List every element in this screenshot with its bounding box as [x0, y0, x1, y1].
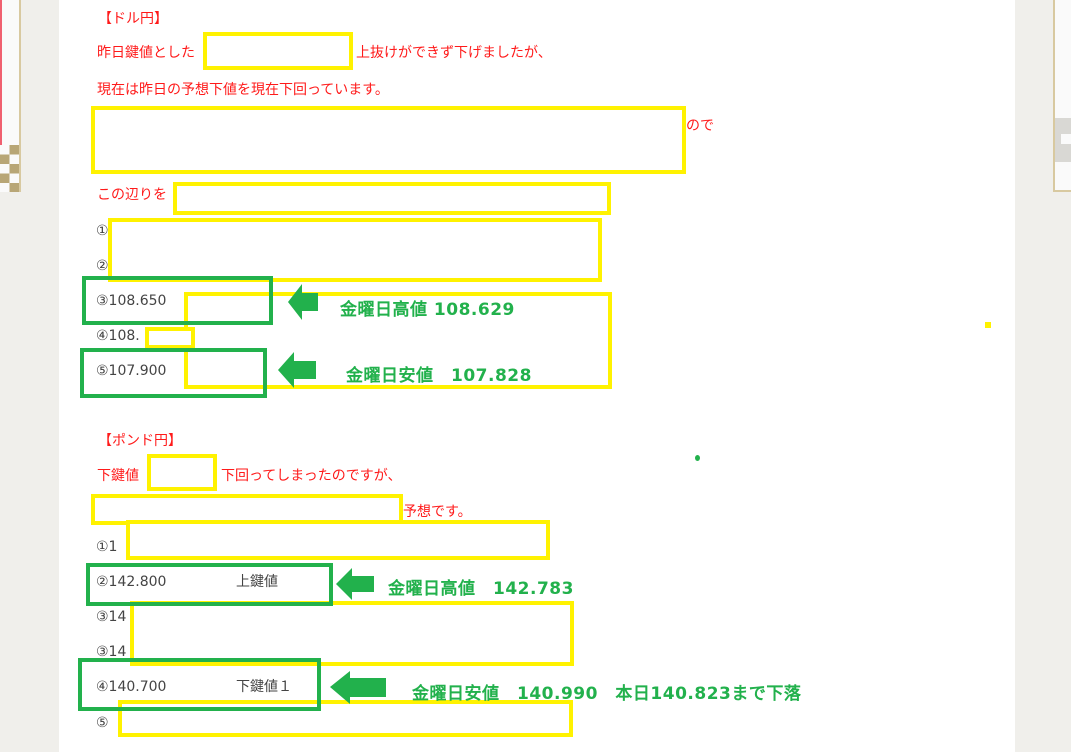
- gbpjpy-lower-key-tag: 下鍵値１: [236, 679, 292, 695]
- redaction-box: [126, 520, 550, 560]
- usdjpy-level-1: ①: [96, 223, 109, 239]
- gbpjpy-level-2: ②142.800: [96, 574, 167, 590]
- left-decoration: [0, 0, 21, 192]
- left-arrow-icon: [330, 671, 386, 704]
- redaction-box: [91, 106, 686, 174]
- redaction-box: [118, 700, 573, 737]
- usdjpy-level-4: ④108.: [96, 328, 140, 344]
- redaction-box: [130, 601, 574, 666]
- redaction-box: [203, 32, 353, 70]
- gbpjpy-friday-high-note: 金曜日高値 142.783: [388, 579, 574, 599]
- left-arrow-icon: [278, 352, 316, 388]
- left-arrow-icon: [336, 568, 374, 600]
- usdjpy-line1a: 昨日鍵値とした: [97, 45, 195, 61]
- usdjpy-line2: 現在は昨日の予想下値を現在下回っています。: [97, 82, 389, 98]
- usdjpy-friday-high-note: 金曜日高値 108.629: [340, 300, 515, 320]
- usdjpy-level-2: ②: [96, 258, 109, 274]
- usdjpy-line1b: 上抜けができず下げましたが、: [356, 45, 552, 61]
- redaction-box: [184, 292, 612, 389]
- usdjpy-level-5: ⑤107.900: [96, 363, 167, 379]
- yellow-dot: [985, 322, 991, 328]
- highlight-box: [82, 276, 273, 325]
- redaction-box: [108, 218, 602, 282]
- gbpjpy-upper-key-tag: 上鍵値: [236, 574, 278, 590]
- gbpjpy-level-5: ⑤: [96, 715, 109, 731]
- redaction-box: [145, 327, 195, 349]
- gbpjpy-line1a: 下鍵値: [97, 468, 139, 484]
- gbpjpy-level-3b: ③14: [96, 644, 127, 660]
- redaction-box: [173, 182, 611, 215]
- gbpjpy-heading: 【ポンド円】: [98, 433, 182, 449]
- redaction-box: [147, 454, 217, 491]
- usdjpy-friday-low-note: 金曜日安値 107.828: [346, 366, 532, 386]
- left-arrow-icon: [288, 284, 318, 320]
- green-dot: [695, 455, 700, 461]
- gbpjpy-level-4: ④140.700: [96, 679, 167, 695]
- gbpjpy-line1b: 下回ってしまったのですが、: [221, 468, 402, 484]
- gbpjpy-friday-low-note: 金曜日安値 140.990 本日140.823まで下落: [412, 684, 802, 704]
- usdjpy-level-3: ③108.650: [96, 293, 167, 309]
- gbpjpy-level-3: ③14: [96, 609, 127, 625]
- gbpjpy-line2-tail: 予想です。: [403, 504, 472, 520]
- usdjpy-line3-tail: ので: [686, 118, 714, 134]
- usdjpy-line4: この辺りを: [97, 187, 167, 203]
- gbpjpy-level-1: ①1: [96, 539, 118, 555]
- highlight-box: [80, 348, 267, 398]
- highlight-box: [78, 658, 321, 711]
- highlight-box: [86, 563, 333, 606]
- usdjpy-heading: 【ドル円】: [98, 11, 168, 27]
- right-decoration: [1053, 0, 1071, 192]
